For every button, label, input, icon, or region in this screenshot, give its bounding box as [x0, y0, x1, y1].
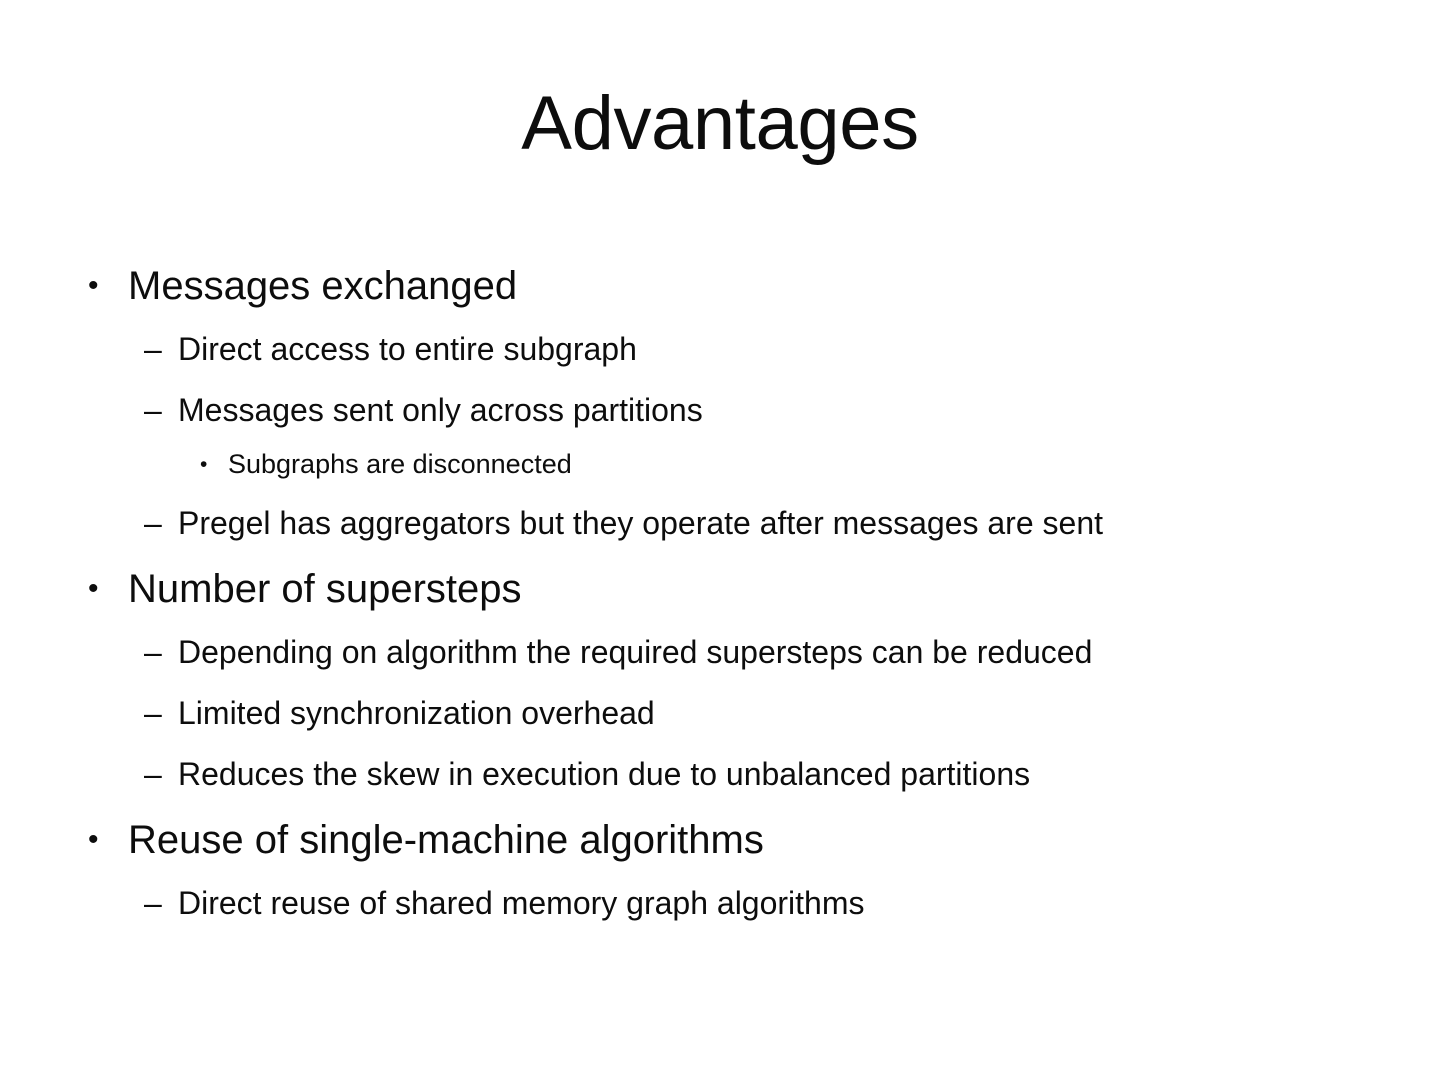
- bullet-dash-icon: –: [144, 885, 162, 921]
- bullet-level1: • Messages exchanged: [0, 262, 1440, 311]
- bullet-level2: – Limited synchronization overhead: [0, 693, 1440, 733]
- bullet-dash-icon: –: [144, 634, 162, 670]
- bullet-dot-icon: •: [200, 453, 208, 476]
- title-placeholder: Advantages: [0, 84, 1440, 164]
- bullet-dash-icon: –: [144, 756, 162, 792]
- bullet-text: Limited synchronization overhead: [178, 695, 655, 731]
- bullet-dash-icon: –: [144, 695, 162, 731]
- bullet-text: Messages sent only across partitions: [178, 392, 703, 428]
- bullet-text: Number of supersteps: [128, 567, 522, 611]
- bullet-text: Pregel has aggregators but they operate …: [178, 505, 1103, 541]
- bullet-level2: – Depending on algorithm the required su…: [0, 632, 1440, 672]
- bullet-text: Depending on algorithm the required supe…: [178, 634, 1093, 670]
- bullet-dot-icon: •: [88, 269, 99, 302]
- bullet-text: Reuse of single-machine algorithms: [128, 818, 764, 862]
- bullet-level3: • Subgraphs are disconnected: [0, 448, 1440, 482]
- bullet-level2: – Direct access to entire subgraph: [0, 329, 1440, 369]
- bullet-level2: – Reduces the skew in execution due to u…: [0, 754, 1440, 794]
- bullet-dash-icon: –: [144, 331, 162, 367]
- bullet-dash-icon: –: [144, 505, 162, 541]
- bullet-dash-icon: –: [144, 392, 162, 428]
- bullet-level2: – Messages sent only across partitions: [0, 390, 1440, 430]
- bullet-dot-icon: •: [88, 823, 99, 856]
- bullet-dot-icon: •: [88, 572, 99, 605]
- bullet-level2: – Direct reuse of shared memory graph al…: [0, 883, 1440, 923]
- bullet-text: Messages exchanged: [128, 264, 518, 308]
- bullet-level1: • Number of supersteps: [0, 565, 1440, 614]
- bullet-text: Reduces the skew in execution due to unb…: [178, 756, 1031, 792]
- bullet-text: Direct reuse of shared memory graph algo…: [178, 885, 865, 921]
- bullet-text: Direct access to entire subgraph: [178, 331, 637, 367]
- bullet-level1: • Reuse of single-machine algorithms: [0, 816, 1440, 865]
- bullet-level2: – Pregel has aggregators but they operat…: [0, 503, 1440, 543]
- bullet-text: Subgraphs are disconnected: [228, 449, 572, 479]
- page-title: Advantages: [521, 81, 919, 166]
- content-placeholder: • Messages exchanged – Direct access to …: [0, 262, 1440, 923]
